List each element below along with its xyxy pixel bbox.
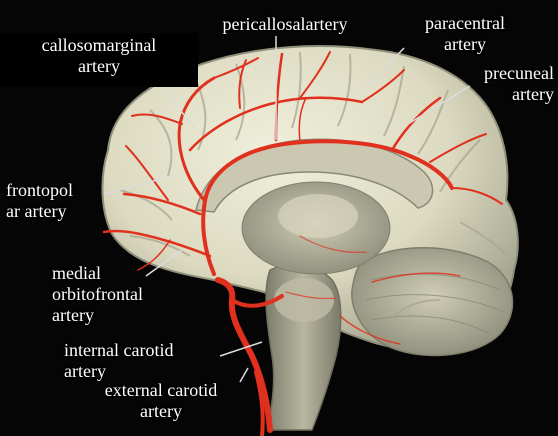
label-medial-orbitofrontal-artery: medial orbitofrontal artery: [52, 263, 152, 326]
label-frontopolar-artery: frontopol ar artery: [6, 180, 106, 222]
leader-external-carotid: [240, 368, 248, 382]
label-pericallosal-artery: pericallosalartery: [196, 14, 374, 35]
label-callosomarginal-artery: callosomarginal artery: [0, 33, 198, 87]
label-external-carotid-artery: external carotid artery: [86, 380, 236, 422]
label-internal-carotid-artery: internal carotid artery: [64, 340, 236, 382]
label-paracentral-artery: paracentral artery: [406, 13, 524, 55]
cerebellum: [352, 248, 513, 356]
label-precuneal-artery: precuneal artery: [470, 63, 558, 105]
